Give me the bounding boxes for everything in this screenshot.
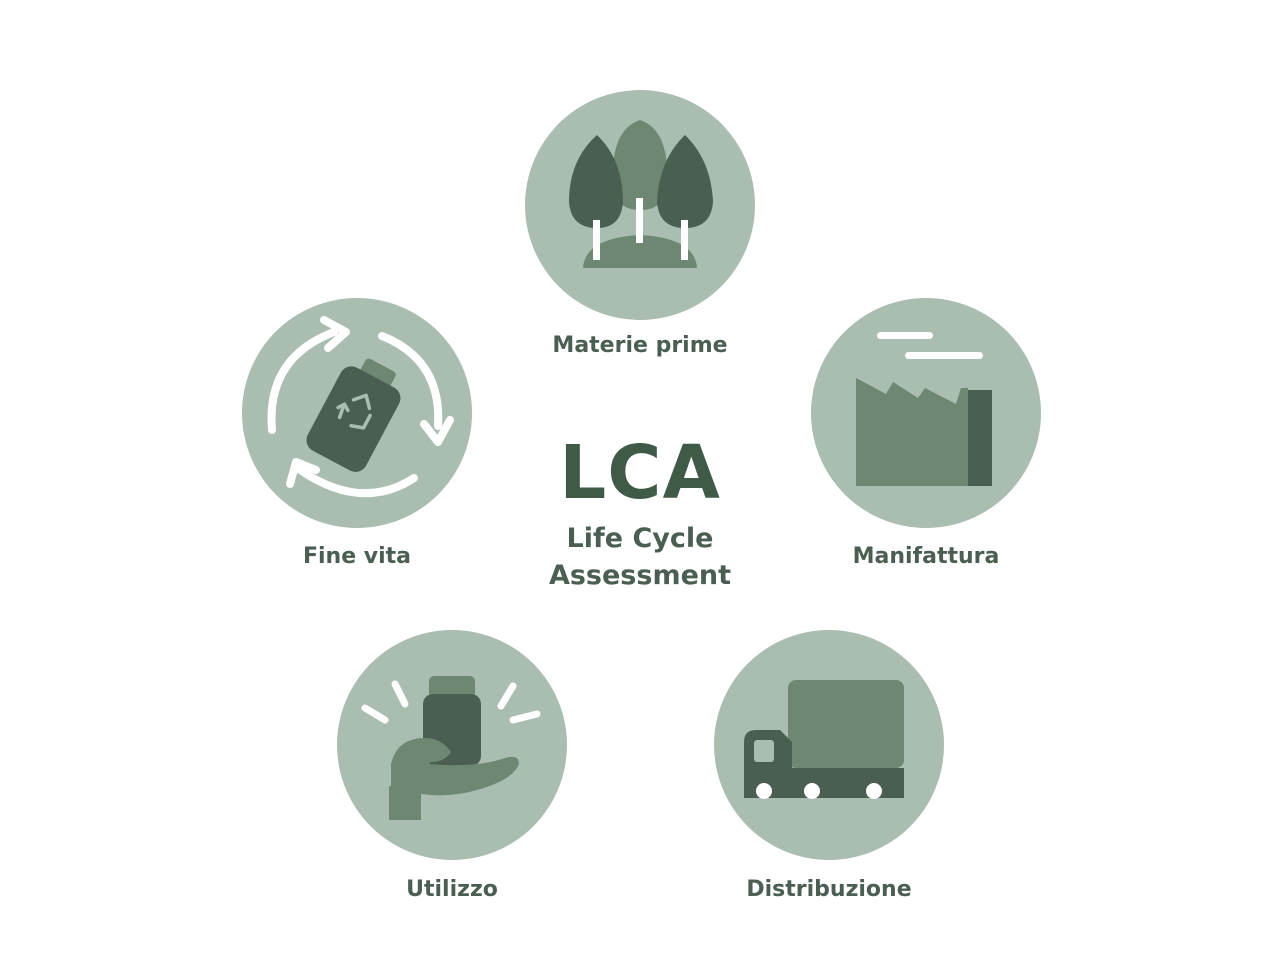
stage-manufacturing-circle [811,298,1041,528]
stage-distribution-circle [714,630,944,860]
hand-holding-bottle-icon [361,676,541,820]
stage-use-circle [337,630,567,860]
stage-use-label: Utilizzo [406,877,498,902]
center-title: LCA [559,430,721,516]
recycle-bottle-icon [267,316,454,498]
stage-raw-materials-label: Materie prime [552,333,728,358]
truck-icon [744,680,904,799]
stage-raw-materials-circle [525,90,755,320]
factory-icon [856,332,992,486]
stage-end-of-life-circle [242,298,472,528]
stage-end-of-life-label: Fine vita [302,544,412,569]
stage-manufacturing-label: Manifattura [852,544,1000,569]
trees-icon [569,120,713,268]
center-subtitle: Life Cycle Assessment [548,523,732,591]
stage-distribution-label: Distribuzione [746,877,912,902]
